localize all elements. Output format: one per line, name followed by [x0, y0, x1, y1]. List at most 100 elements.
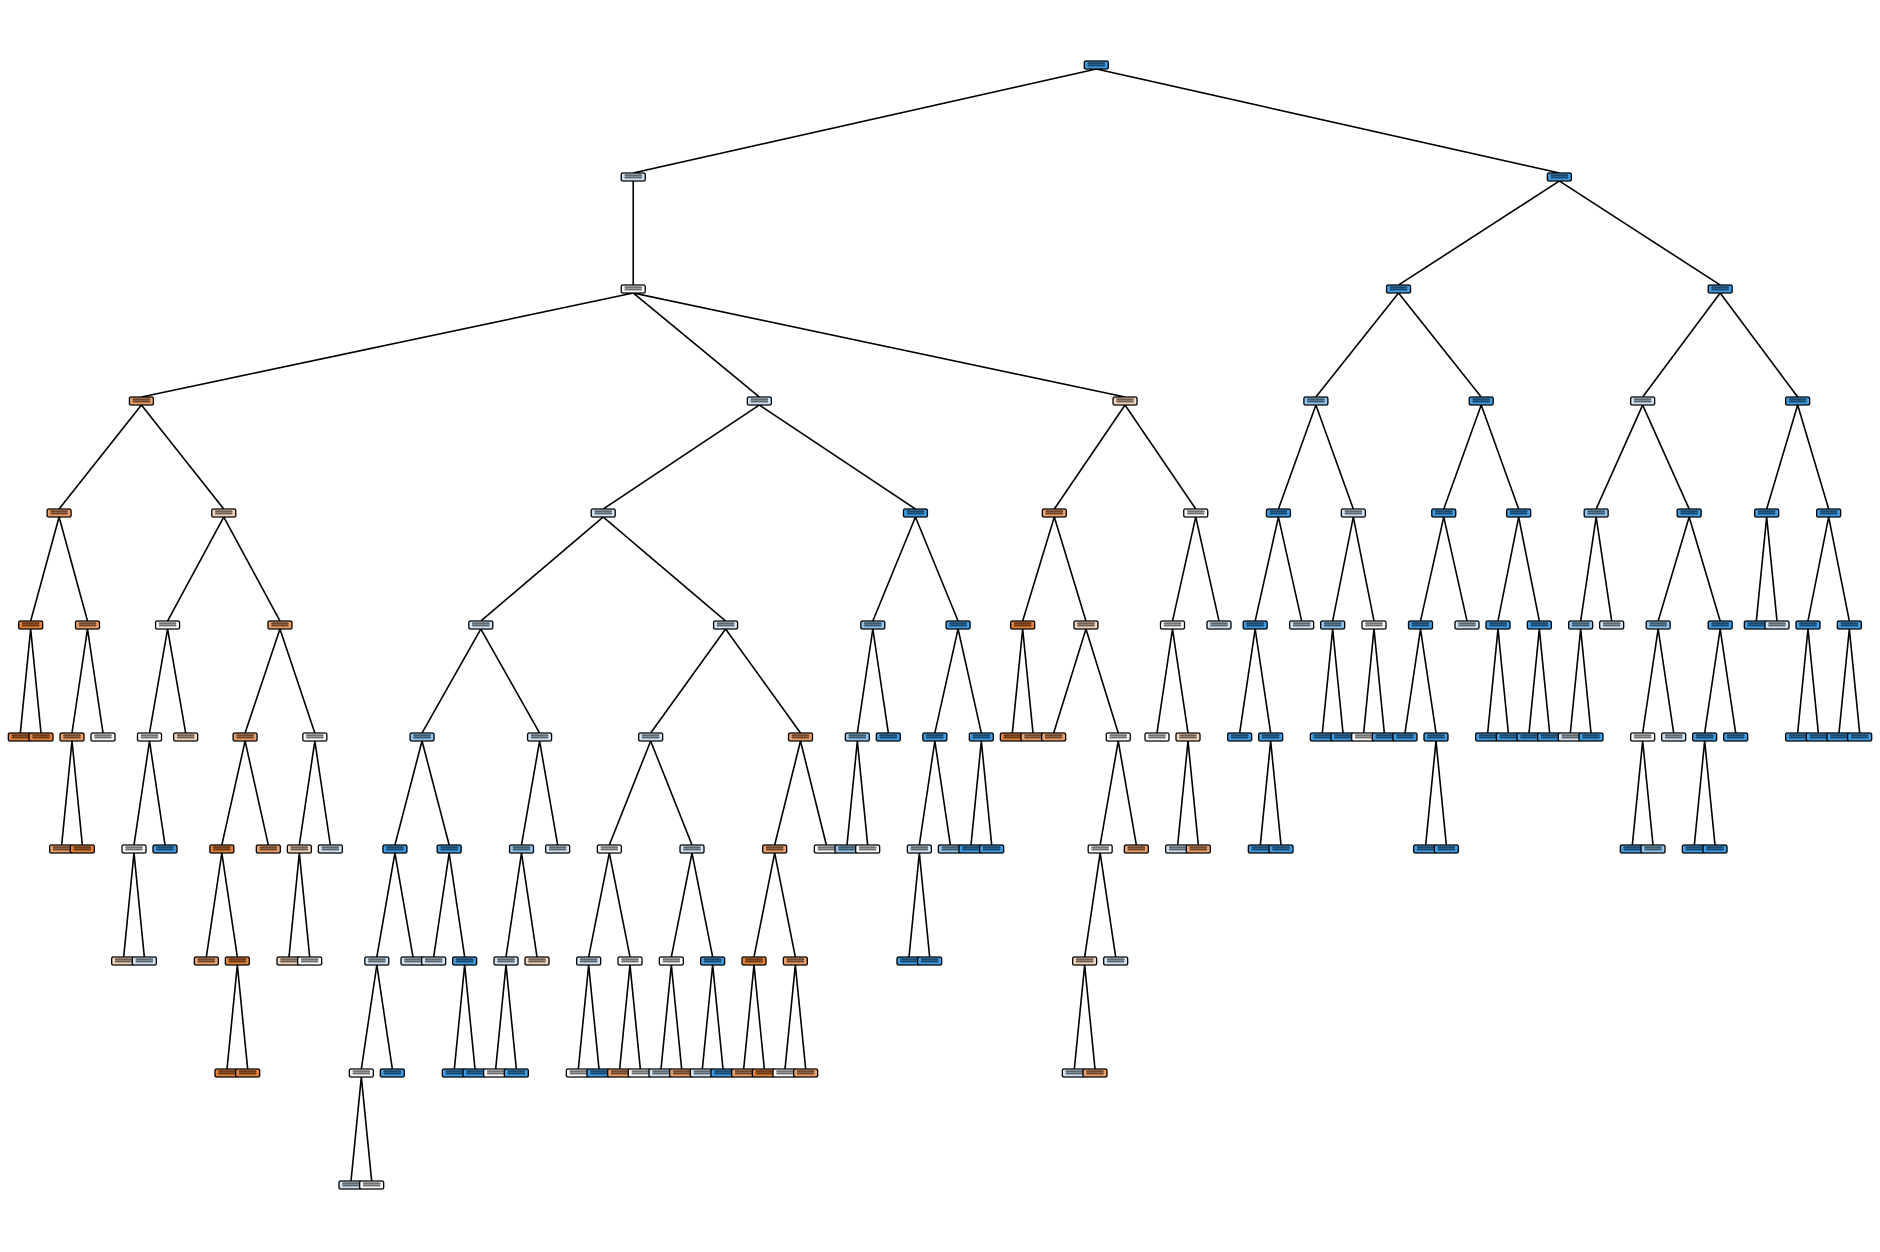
split-node	[1707, 620, 1733, 630]
node-text-line	[1550, 176, 1569, 179]
tree-edge	[1321, 628, 1334, 734]
split-node	[74, 620, 101, 630]
tree-edge	[856, 740, 869, 846]
node-text-line	[301, 958, 319, 961]
tree-edge	[1362, 628, 1375, 734]
node-text-line	[1179, 736, 1197, 739]
node-text-line	[1313, 734, 1331, 737]
tree-edge	[1528, 628, 1541, 734]
node-text-line	[1427, 734, 1445, 737]
tree-edge	[223, 516, 281, 622]
split-node	[590, 508, 616, 518]
node-text-line	[910, 846, 928, 849]
node-text-line	[115, 958, 133, 961]
node-text-line	[1851, 736, 1869, 739]
node-text-line	[1231, 734, 1249, 737]
tree-edge	[1435, 740, 1448, 846]
split-node	[1041, 508, 1067, 518]
node-text-line	[1820, 512, 1838, 515]
node-text-line	[1758, 510, 1776, 513]
tree-edge	[1124, 404, 1197, 510]
node-text-line	[1127, 848, 1145, 851]
leaf-node	[917, 956, 943, 966]
tree-edge	[1052, 628, 1087, 734]
leaf-node	[1268, 844, 1294, 854]
node-text-line	[1479, 734, 1497, 737]
node-text-line	[949, 624, 967, 627]
node-text-line	[497, 960, 515, 963]
node-text-line	[1499, 734, 1517, 737]
node-text-line	[213, 848, 231, 851]
node-text-line	[1830, 734, 1848, 737]
split-node	[1795, 620, 1821, 630]
tree-edge	[1238, 628, 1256, 734]
node-text-line	[280, 960, 298, 963]
tree-edge	[1404, 628, 1422, 734]
leaf-node	[793, 1068, 819, 1078]
split-node	[906, 844, 932, 854]
tree-edge	[463, 964, 476, 1070]
tree-edge	[918, 740, 936, 846]
leaf-node	[421, 956, 447, 966]
split-node	[700, 956, 726, 966]
node-text-line	[1334, 734, 1352, 737]
split-node	[18, 620, 44, 630]
node-text-line	[135, 960, 153, 963]
split-node	[1087, 844, 1113, 854]
tree-edge	[980, 740, 993, 846]
node-text-line	[1809, 734, 1827, 737]
split-node	[1676, 508, 1702, 518]
tree-edge	[650, 628, 727, 734]
tree-edge	[1442, 404, 1482, 510]
tree-edge	[1424, 740, 1437, 846]
node-text-line	[440, 846, 458, 849]
node-text-line	[32, 734, 50, 737]
node-text-line	[1706, 848, 1724, 851]
split-node	[46, 508, 72, 518]
node-text-line	[1076, 960, 1094, 963]
node-text-line	[1840, 624, 1858, 627]
tree-edge	[314, 740, 332, 846]
node-text-line	[817, 846, 835, 849]
node-text-line	[1711, 288, 1729, 291]
node-text-line	[693, 1070, 711, 1073]
node-text-line	[590, 1070, 608, 1073]
tree-edge	[1480, 404, 1520, 510]
node-text-line	[972, 736, 990, 739]
node-text-line	[306, 734, 324, 737]
node-text-line	[177, 736, 195, 739]
node-text-line	[456, 960, 474, 963]
node-text-line	[342, 1182, 360, 1185]
split-node	[1073, 620, 1099, 630]
split-node	[468, 620, 494, 630]
node-text-line	[1187, 510, 1205, 513]
node-text-line	[926, 736, 944, 739]
tree-edge	[376, 964, 394, 1070]
node-text-line	[704, 960, 722, 963]
node-text-line	[1024, 734, 1042, 737]
tree-edge	[288, 852, 301, 958]
tree-edge	[166, 628, 187, 734]
tree-edge	[633, 68, 1097, 174]
tree-edge	[577, 964, 590, 1070]
tree-edge	[480, 628, 541, 734]
node-text-line	[321, 848, 339, 851]
node-text-line	[797, 1070, 815, 1073]
node-text-line	[1541, 734, 1559, 737]
tree-edge	[133, 740, 151, 846]
node-text-line	[440, 848, 458, 851]
tree-edge	[1517, 516, 1541, 622]
node-text-line	[1014, 622, 1032, 625]
node-text-line	[745, 958, 763, 961]
split-node	[409, 732, 435, 742]
leaf-node	[69, 844, 95, 854]
tree-edge	[918, 852, 931, 958]
tree-edge	[432, 852, 450, 958]
tree-edge	[421, 628, 482, 734]
node-text-line	[673, 1070, 691, 1073]
leaf-node	[359, 1180, 385, 1190]
leaf-node	[1764, 620, 1790, 630]
node-text-line	[683, 848, 701, 851]
tree-edge	[670, 964, 683, 1070]
leaf-node	[689, 1068, 715, 1078]
